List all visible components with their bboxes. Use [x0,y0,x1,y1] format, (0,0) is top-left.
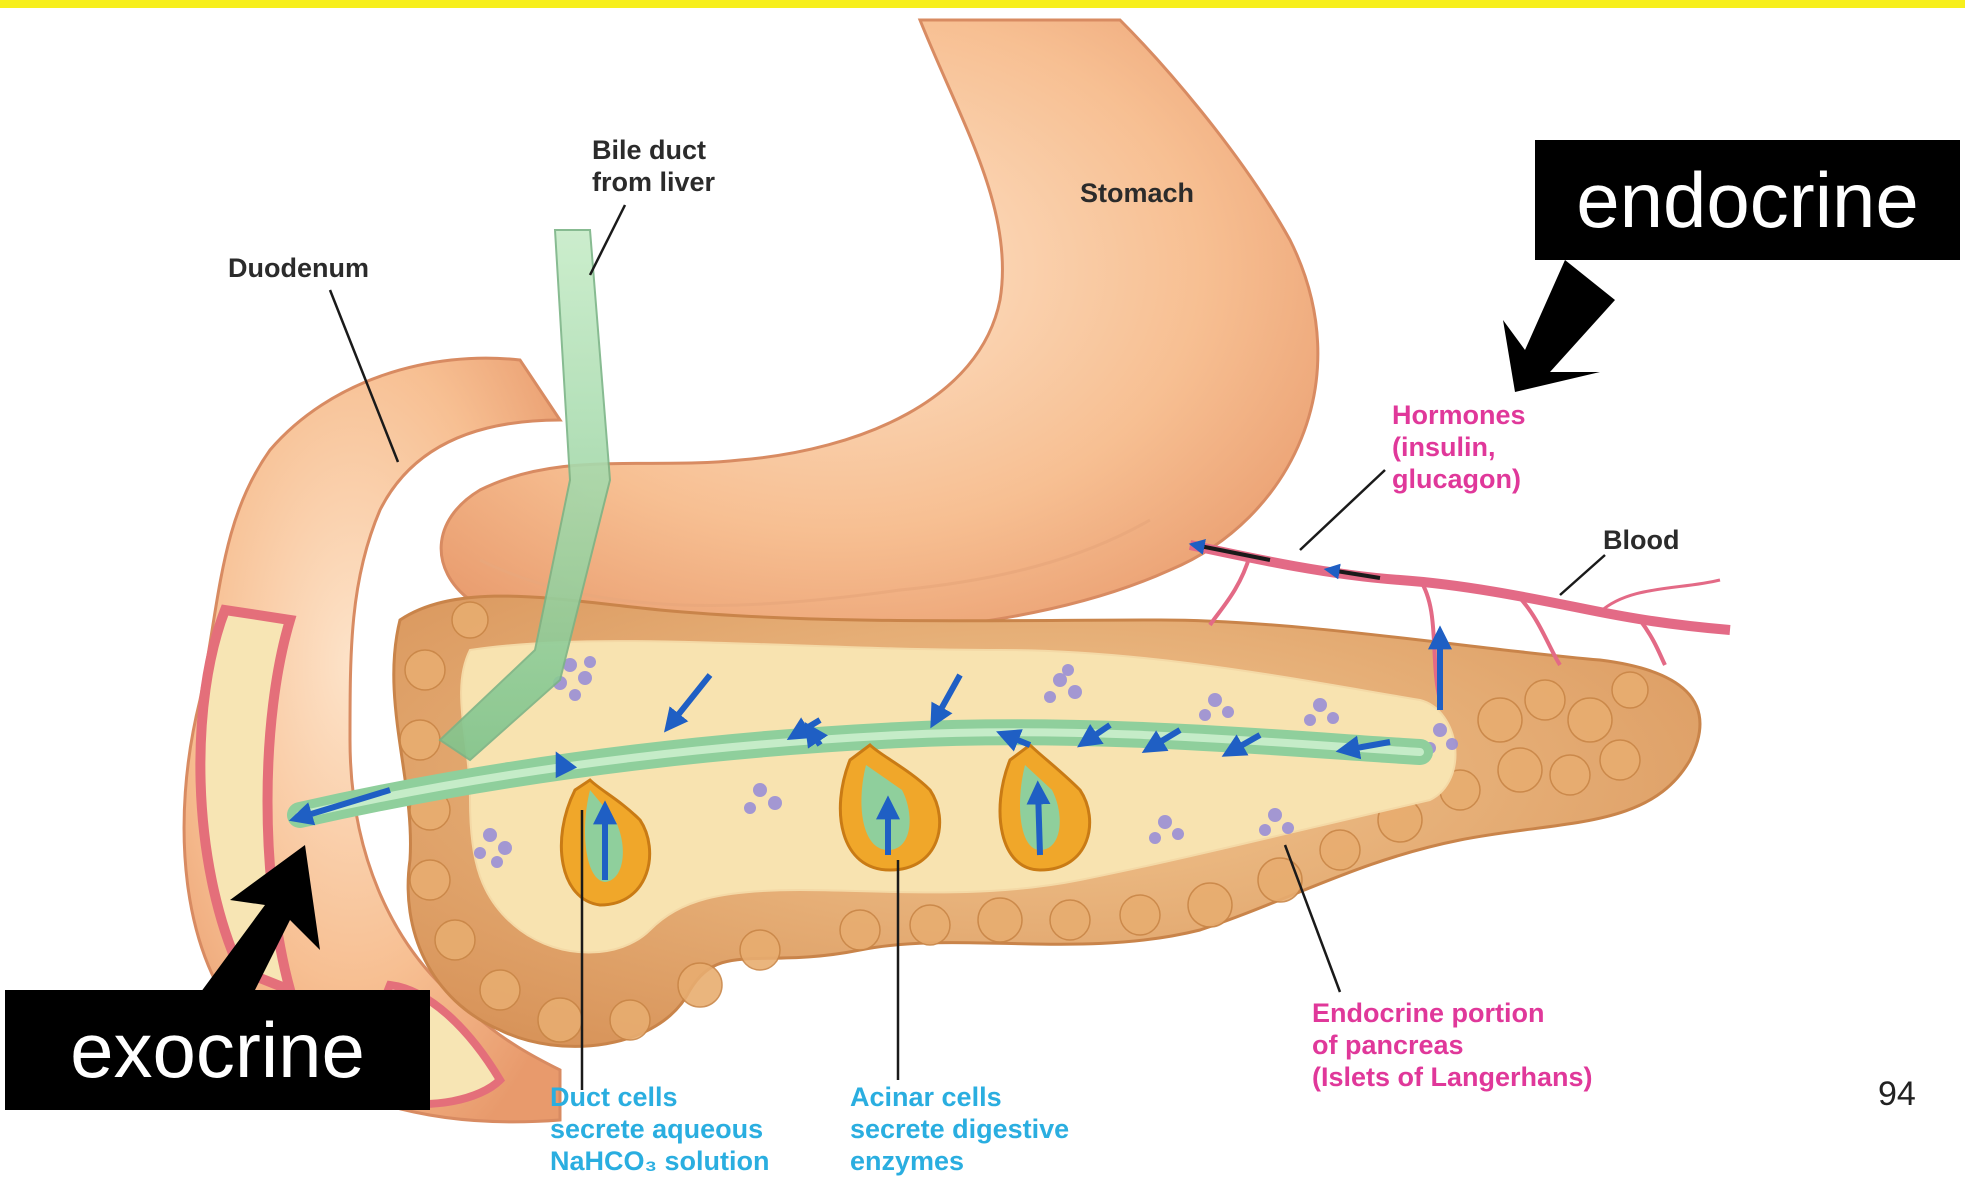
label-acinar-cells: Acinar cells secrete digestive enzymes [850,1082,1069,1178]
label-stomach: Stomach [1080,178,1194,210]
label-bile-duct: Bile duct from liver [592,135,715,199]
label-hormones-line2: (insulin, [1392,432,1526,464]
callout-exocrine: exocrine [5,990,430,1110]
label-hormones: Hormones (insulin, glucagon) [1392,400,1526,496]
label-hormones-line3: glucagon) [1392,464,1526,496]
label-duodenum: Duodenum [228,253,369,285]
label-endocrine-portion-line1: Endocrine portion [1312,998,1593,1030]
label-bile-duct-line1: Bile duct [592,135,715,167]
label-acinar-cells-line2: secrete digestive [850,1114,1069,1146]
label-acinar-cells-line1: Acinar cells [850,1082,1069,1114]
label-endocrine-portion-line3: (Islets of Langerhans) [1312,1062,1593,1094]
label-bile-duct-line2: from liver [592,167,715,199]
label-acinar-cells-line3: enzymes [850,1146,1069,1178]
blood-vessel [1190,545,1730,630]
endocrine-arrow [1503,260,1615,392]
callout-endocrine: endocrine [1535,140,1960,260]
label-duct-cells-line3: NaHCO₃ solution [550,1146,769,1178]
label-endocrine-portion-line2: of pancreas [1312,1030,1593,1062]
page-number: 94 [1878,1075,1916,1114]
label-duct-cells: Duct cells secrete aqueous NaHCO₃ soluti… [550,1082,769,1178]
label-blood: Blood [1603,525,1679,557]
label-duct-cells-line2: secrete aqueous [550,1114,769,1146]
label-duct-cells-line1: Duct cells [550,1082,769,1114]
label-hormones-line1: Hormones [1392,400,1526,432]
label-endocrine-portion: Endocrine portion of pancreas (Islets of… [1312,998,1593,1094]
